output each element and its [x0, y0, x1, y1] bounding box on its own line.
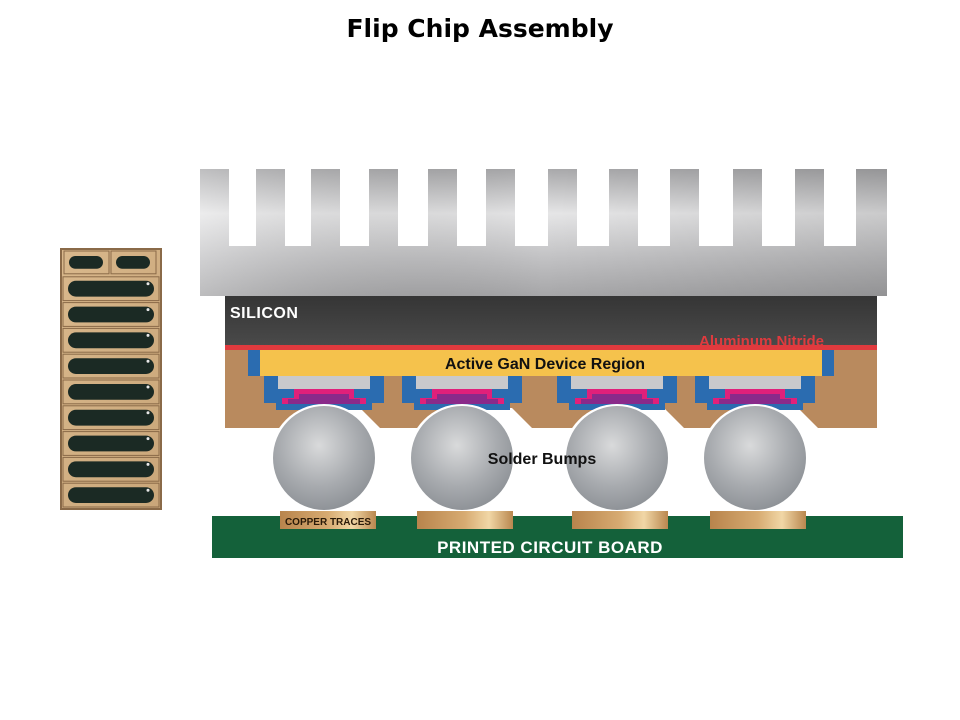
bond-pad: [571, 376, 663, 389]
ubm-contact: [298, 400, 350, 404]
page-title: Flip Chip Assembly: [346, 14, 614, 43]
ubm-inner: [719, 394, 791, 404]
chip-pad-glint: [146, 488, 150, 492]
copper-trace: [280, 511, 376, 529]
copper-trace: [710, 511, 806, 529]
chip-pad-long: [68, 461, 154, 478]
ubm-contact: [729, 400, 781, 404]
chip-pad-cell: [62, 405, 160, 431]
chip-pad-long: [68, 306, 154, 323]
active-region-label: Active GaN Device Region: [445, 356, 645, 373]
chip-pad-glint: [146, 359, 150, 363]
chip-pad-cell: [63, 250, 110, 275]
active-gan-region: [260, 350, 822, 376]
copper-traces-label: COPPER TRACES: [285, 517, 371, 528]
chip-pad-cell: [62, 431, 160, 456]
chip-pad-long: [68, 332, 154, 349]
chip-pad-long: [68, 358, 154, 374]
bond-pad: [709, 376, 801, 389]
chip-pad-long: [68, 435, 154, 452]
solder-bump: [566, 406, 668, 510]
copper-traces: [280, 511, 806, 529]
solder-bumps: [270, 400, 809, 512]
chip-pad-glint: [146, 411, 150, 415]
chip-pad-glint: [146, 437, 150, 441]
ubm-contact: [591, 400, 643, 404]
chip-pad-cell: [62, 379, 160, 405]
bond-pad: [416, 376, 508, 389]
aluminum-nitride-layer: [225, 345, 877, 350]
solder-bumps-label: Solder Bumps: [488, 451, 597, 468]
solder-bump: [704, 406, 806, 510]
solder-bump: [411, 406, 513, 510]
silicon-layer: [225, 296, 877, 346]
heat-sink: [200, 169, 887, 296]
chip-pad-long: [68, 487, 154, 503]
silicon-label: SILICON: [230, 305, 298, 322]
chip-pad-long: [68, 409, 154, 426]
ubm-inner: [581, 394, 653, 404]
ubm-contact: [436, 400, 488, 404]
chip-pad-cell: [110, 250, 157, 275]
ubm-inner: [426, 394, 498, 404]
chip-pad-cell: [62, 327, 160, 353]
chip-pad-cell: [62, 482, 160, 508]
copper-trace: [417, 511, 513, 529]
ubm-inner: [288, 394, 360, 404]
chip-pad-glint: [146, 308, 150, 312]
chip-pad-glint: [146, 385, 150, 389]
chip-pad-short: [69, 256, 103, 269]
chip-pad-long: [68, 280, 154, 297]
chip-pad-long: [68, 384, 154, 400]
chip-pad-cell: [62, 353, 160, 379]
copper-trace: [572, 511, 668, 529]
chip-pad-glint: [146, 333, 150, 337]
chip-pad-cell: [62, 302, 160, 327]
chip-pad-short: [116, 256, 150, 269]
aluminum-nitride-label: Aluminum Nitride: [699, 333, 824, 350]
chip-pad-cell: [62, 456, 160, 482]
heat-sink-shading: [200, 169, 887, 296]
solder-bump: [273, 406, 375, 510]
pcb-label: PRINTED CIRCUIT BOARD: [437, 538, 663, 557]
chip-pad-cell: [62, 276, 160, 302]
chip-pad-glint: [146, 282, 150, 286]
bond-pad: [278, 376, 370, 389]
chip-photo: [60, 248, 162, 510]
chip-pad-glint: [146, 462, 150, 466]
